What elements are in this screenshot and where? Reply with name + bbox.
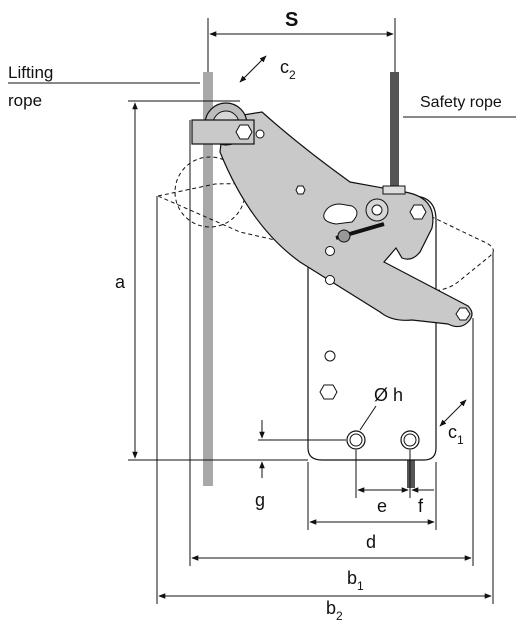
slot <box>323 203 358 225</box>
pivot-inner <box>371 204 383 216</box>
housing-hex <box>319 384 338 400</box>
mounting-hole-2-inner <box>403 433 417 447</box>
label-d: d <box>366 532 376 552</box>
label-lifting-rope-2: rope <box>8 91 42 110</box>
lever-end-hex <box>455 307 471 321</box>
label-s: S <box>285 9 298 31</box>
housing-hole <box>325 275 335 285</box>
housing-hex-top <box>409 204 427 220</box>
spring-knob <box>337 229 351 243</box>
label-h: Ø h <box>374 385 403 405</box>
small-hex-nut <box>295 185 306 195</box>
mounting-hole-1-inner <box>349 433 363 447</box>
label-a: a <box>115 272 126 292</box>
label-lifting-rope-1: Lifting <box>8 63 53 82</box>
bracket-pin <box>255 129 265 139</box>
label-c2: c2 <box>280 57 296 82</box>
lifting-rope <box>203 72 213 486</box>
label-f: f <box>418 496 424 516</box>
label-b1: b1 <box>347 568 364 593</box>
label-c1: c1 <box>448 422 464 447</box>
label-e: e <box>377 496 387 516</box>
label-g: g <box>255 490 265 510</box>
safety-rope <box>390 72 399 190</box>
hex-bolt <box>235 124 253 140</box>
housing-hole <box>325 246 335 256</box>
rope-clamp <box>382 185 406 195</box>
label-b2: b2 <box>326 598 343 623</box>
label-safety-rope: Safety rope <box>420 94 502 111</box>
housing-hole <box>324 350 336 362</box>
dimension-lines <box>8 18 516 604</box>
